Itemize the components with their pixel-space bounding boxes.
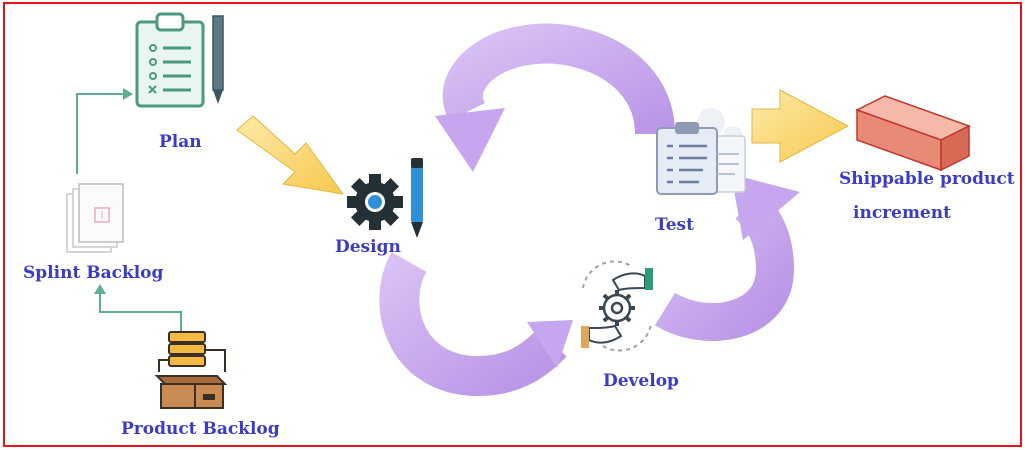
- design-label: Design: [335, 237, 401, 257]
- product-backlog-label: Product Backlog: [121, 419, 280, 439]
- diagram-frame: Plan Design Test Develop Splint Backlog …: [3, 2, 1022, 447]
- cycle-arrow-develop-to-test: [654, 174, 800, 341]
- gear-pencil-icon: [347, 158, 423, 238]
- connector-product-to-sprint: [94, 284, 182, 334]
- sprint-backlog-label: Splint Backlog: [23, 263, 164, 283]
- cycle-arrow-design-to-develop: [379, 252, 573, 396]
- brick-block-icon: [855, 95, 971, 172]
- clipboard-checklist-pencil-icon: [135, 12, 224, 108]
- increment-label-line2: increment: [853, 203, 951, 223]
- hands-gear-icon: [581, 260, 653, 352]
- box-server-icon: [154, 331, 228, 409]
- test-label: Test: [655, 215, 694, 235]
- connector-sprint-to-plan: [76, 88, 133, 174]
- develop-label: Develop: [603, 371, 679, 391]
- increment-label-line1: Shippable product: [839, 169, 1015, 189]
- flow-arrow-test-to-increment: [751, 89, 850, 163]
- document-stack-icon: [66, 183, 124, 253]
- cycle-arrow-test-to-design: [435, 23, 675, 172]
- diagram-canvas: [66, 12, 971, 409]
- flow-arrow-plan-to-design: [236, 115, 345, 195]
- plan-label: Plan: [159, 132, 202, 152]
- clipboard-test-report-icon: [656, 108, 746, 195]
